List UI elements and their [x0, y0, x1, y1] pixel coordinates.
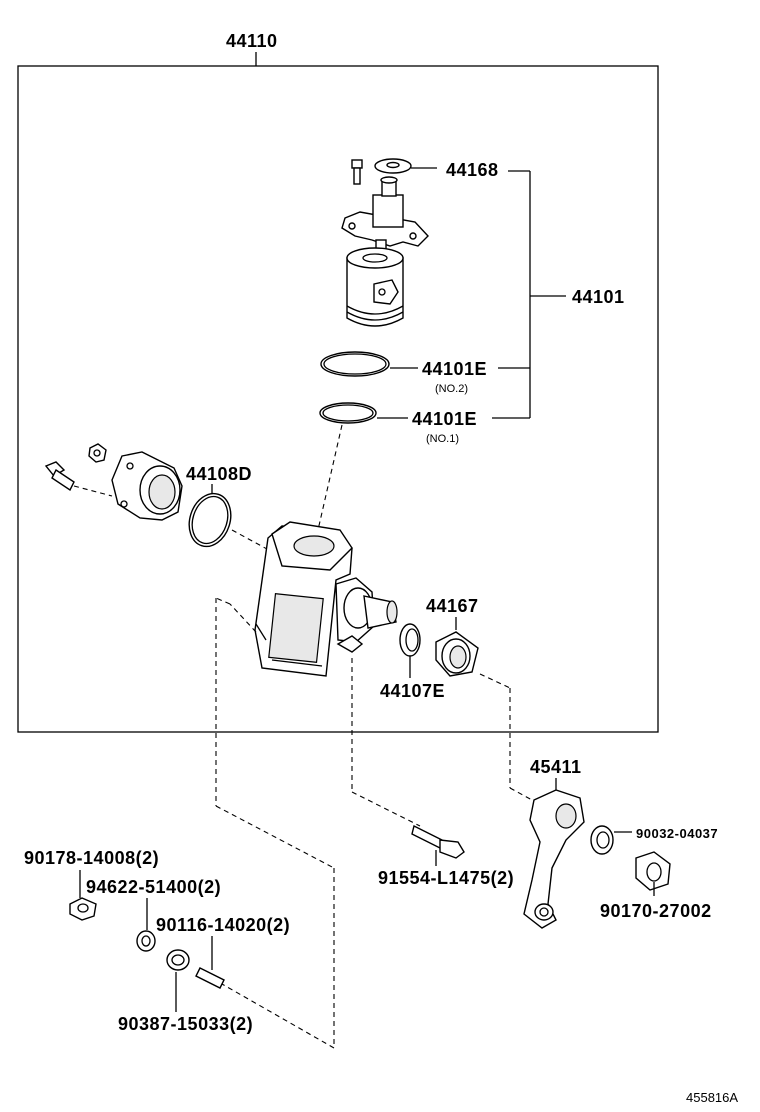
- gear-housing-drawing: [254, 521, 398, 677]
- label-45411: 45411: [530, 757, 582, 777]
- label-44167: 44167: [426, 596, 479, 616]
- label-44110: 44110: [226, 31, 278, 51]
- label-90116-14020: 90116-14020(2): [156, 915, 290, 935]
- seal-ring-icon: [399, 623, 421, 657]
- nut-right-icon: [635, 851, 671, 891]
- side-cover-drawing: [44, 443, 183, 521]
- washer-right-icon: [590, 825, 614, 855]
- label-90387-15033: 90387-15033(2): [118, 1014, 253, 1034]
- label-91554-l1475: 91554-L1475(2): [378, 868, 514, 888]
- label-44107e: 44107E: [380, 681, 445, 701]
- label-44101e-no1: 44101E: [412, 409, 477, 429]
- label-44108d: 44108D: [186, 464, 252, 484]
- label-44101e-no2: 44101E: [422, 359, 487, 379]
- assembly-frame: [17, 65, 659, 733]
- label-90032-04037: 90032-04037: [636, 826, 718, 841]
- center-bolt-icon: [411, 824, 465, 859]
- label-90178-14008: 90178-14008(2): [24, 848, 159, 868]
- label-94622-51400: 94622-51400(2): [86, 877, 221, 897]
- spacer-icon: [166, 949, 190, 971]
- oring-44108d-icon: [188, 492, 232, 548]
- label-44168: 44168: [446, 160, 499, 180]
- label-90170-27002: 90170-27002: [600, 901, 712, 921]
- valve-assembly-drawing: [341, 158, 429, 327]
- stud-icon: [195, 967, 225, 989]
- label-44101: 44101: [572, 287, 625, 307]
- label-no2: (NO.2): [435, 383, 468, 395]
- oring-no1-icon: [319, 402, 377, 424]
- diagram-reference-code: 455816A: [686, 1090, 738, 1105]
- oring-no2-icon: [320, 351, 390, 377]
- label-no1: (NO.1): [426, 433, 459, 445]
- washer-left-icon: [136, 930, 156, 952]
- small-bolt-icon: [351, 159, 363, 185]
- nut-left-icon: [69, 897, 97, 921]
- cover-nut-icon: [88, 443, 107, 463]
- cover-bolt-icon: [44, 461, 75, 492]
